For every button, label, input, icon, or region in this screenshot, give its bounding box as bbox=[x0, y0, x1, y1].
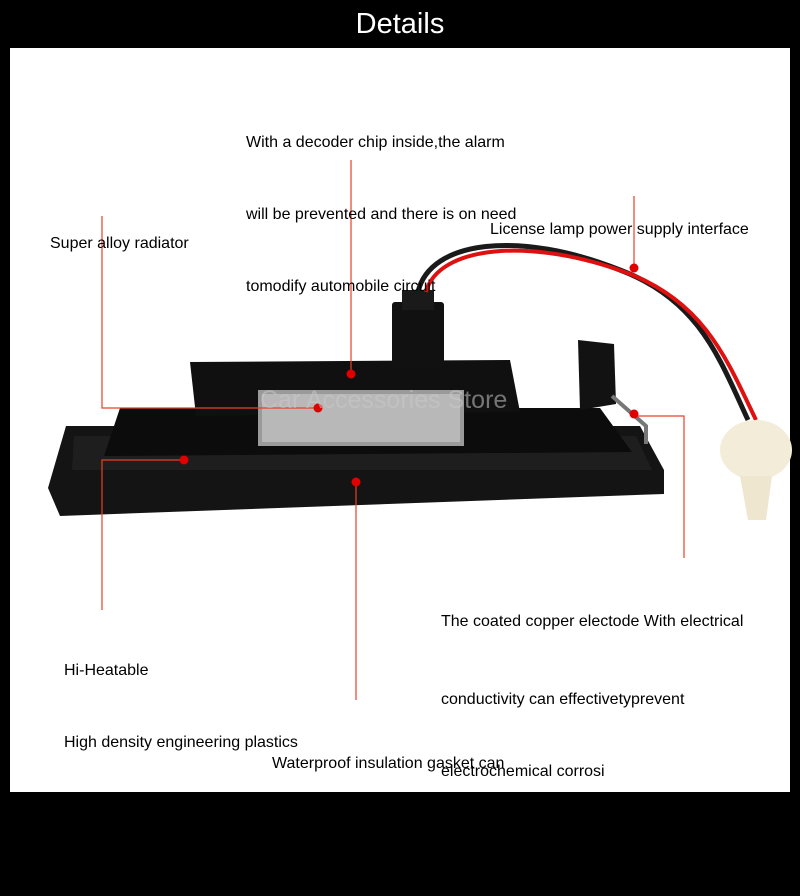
side-clip bbox=[578, 340, 616, 410]
radiator-plate-shine bbox=[262, 394, 460, 442]
power-connector bbox=[392, 302, 444, 368]
plastics-dot bbox=[179, 455, 189, 465]
connector-plug bbox=[402, 290, 434, 310]
bulb-globe bbox=[720, 420, 792, 480]
callout-gasket: Waterproof insulation gasket can prevent… bbox=[272, 755, 520, 844]
copper-electrode bbox=[610, 394, 648, 444]
gasket-dot bbox=[351, 477, 361, 487]
watermark: Car Accessories Store bbox=[260, 386, 508, 414]
callout-plastics: Hi-Heatable High density engineering pla… bbox=[64, 662, 298, 751]
power-dot bbox=[629, 263, 639, 273]
lamp-illustration bbox=[48, 160, 792, 700]
electrode-dot bbox=[629, 409, 639, 419]
callout-decoder-chip: With a decoder chip inside,the alarm wil… bbox=[246, 134, 517, 295]
bulb-base bbox=[740, 476, 772, 520]
radiator-line bbox=[101, 216, 318, 409]
callout-lines bbox=[101, 160, 685, 700]
callout-dots bbox=[179, 263, 639, 487]
wire-red bbox=[424, 248, 758, 421]
callout-radiator: Super alloy radiator bbox=[50, 235, 189, 252]
decoder-dot bbox=[346, 369, 356, 379]
callout-copper-electrode: The coated copper electode With electric… bbox=[441, 613, 744, 780]
product-detail-image: Details bbox=[10, 7, 792, 792]
plastics-line bbox=[101, 459, 184, 610]
callout-power-interface: License lamp power supply interface bbox=[490, 221, 749, 238]
electrode-line bbox=[634, 415, 685, 558]
page-title: Details bbox=[355, 7, 445, 40]
radiator-dot bbox=[313, 403, 323, 413]
